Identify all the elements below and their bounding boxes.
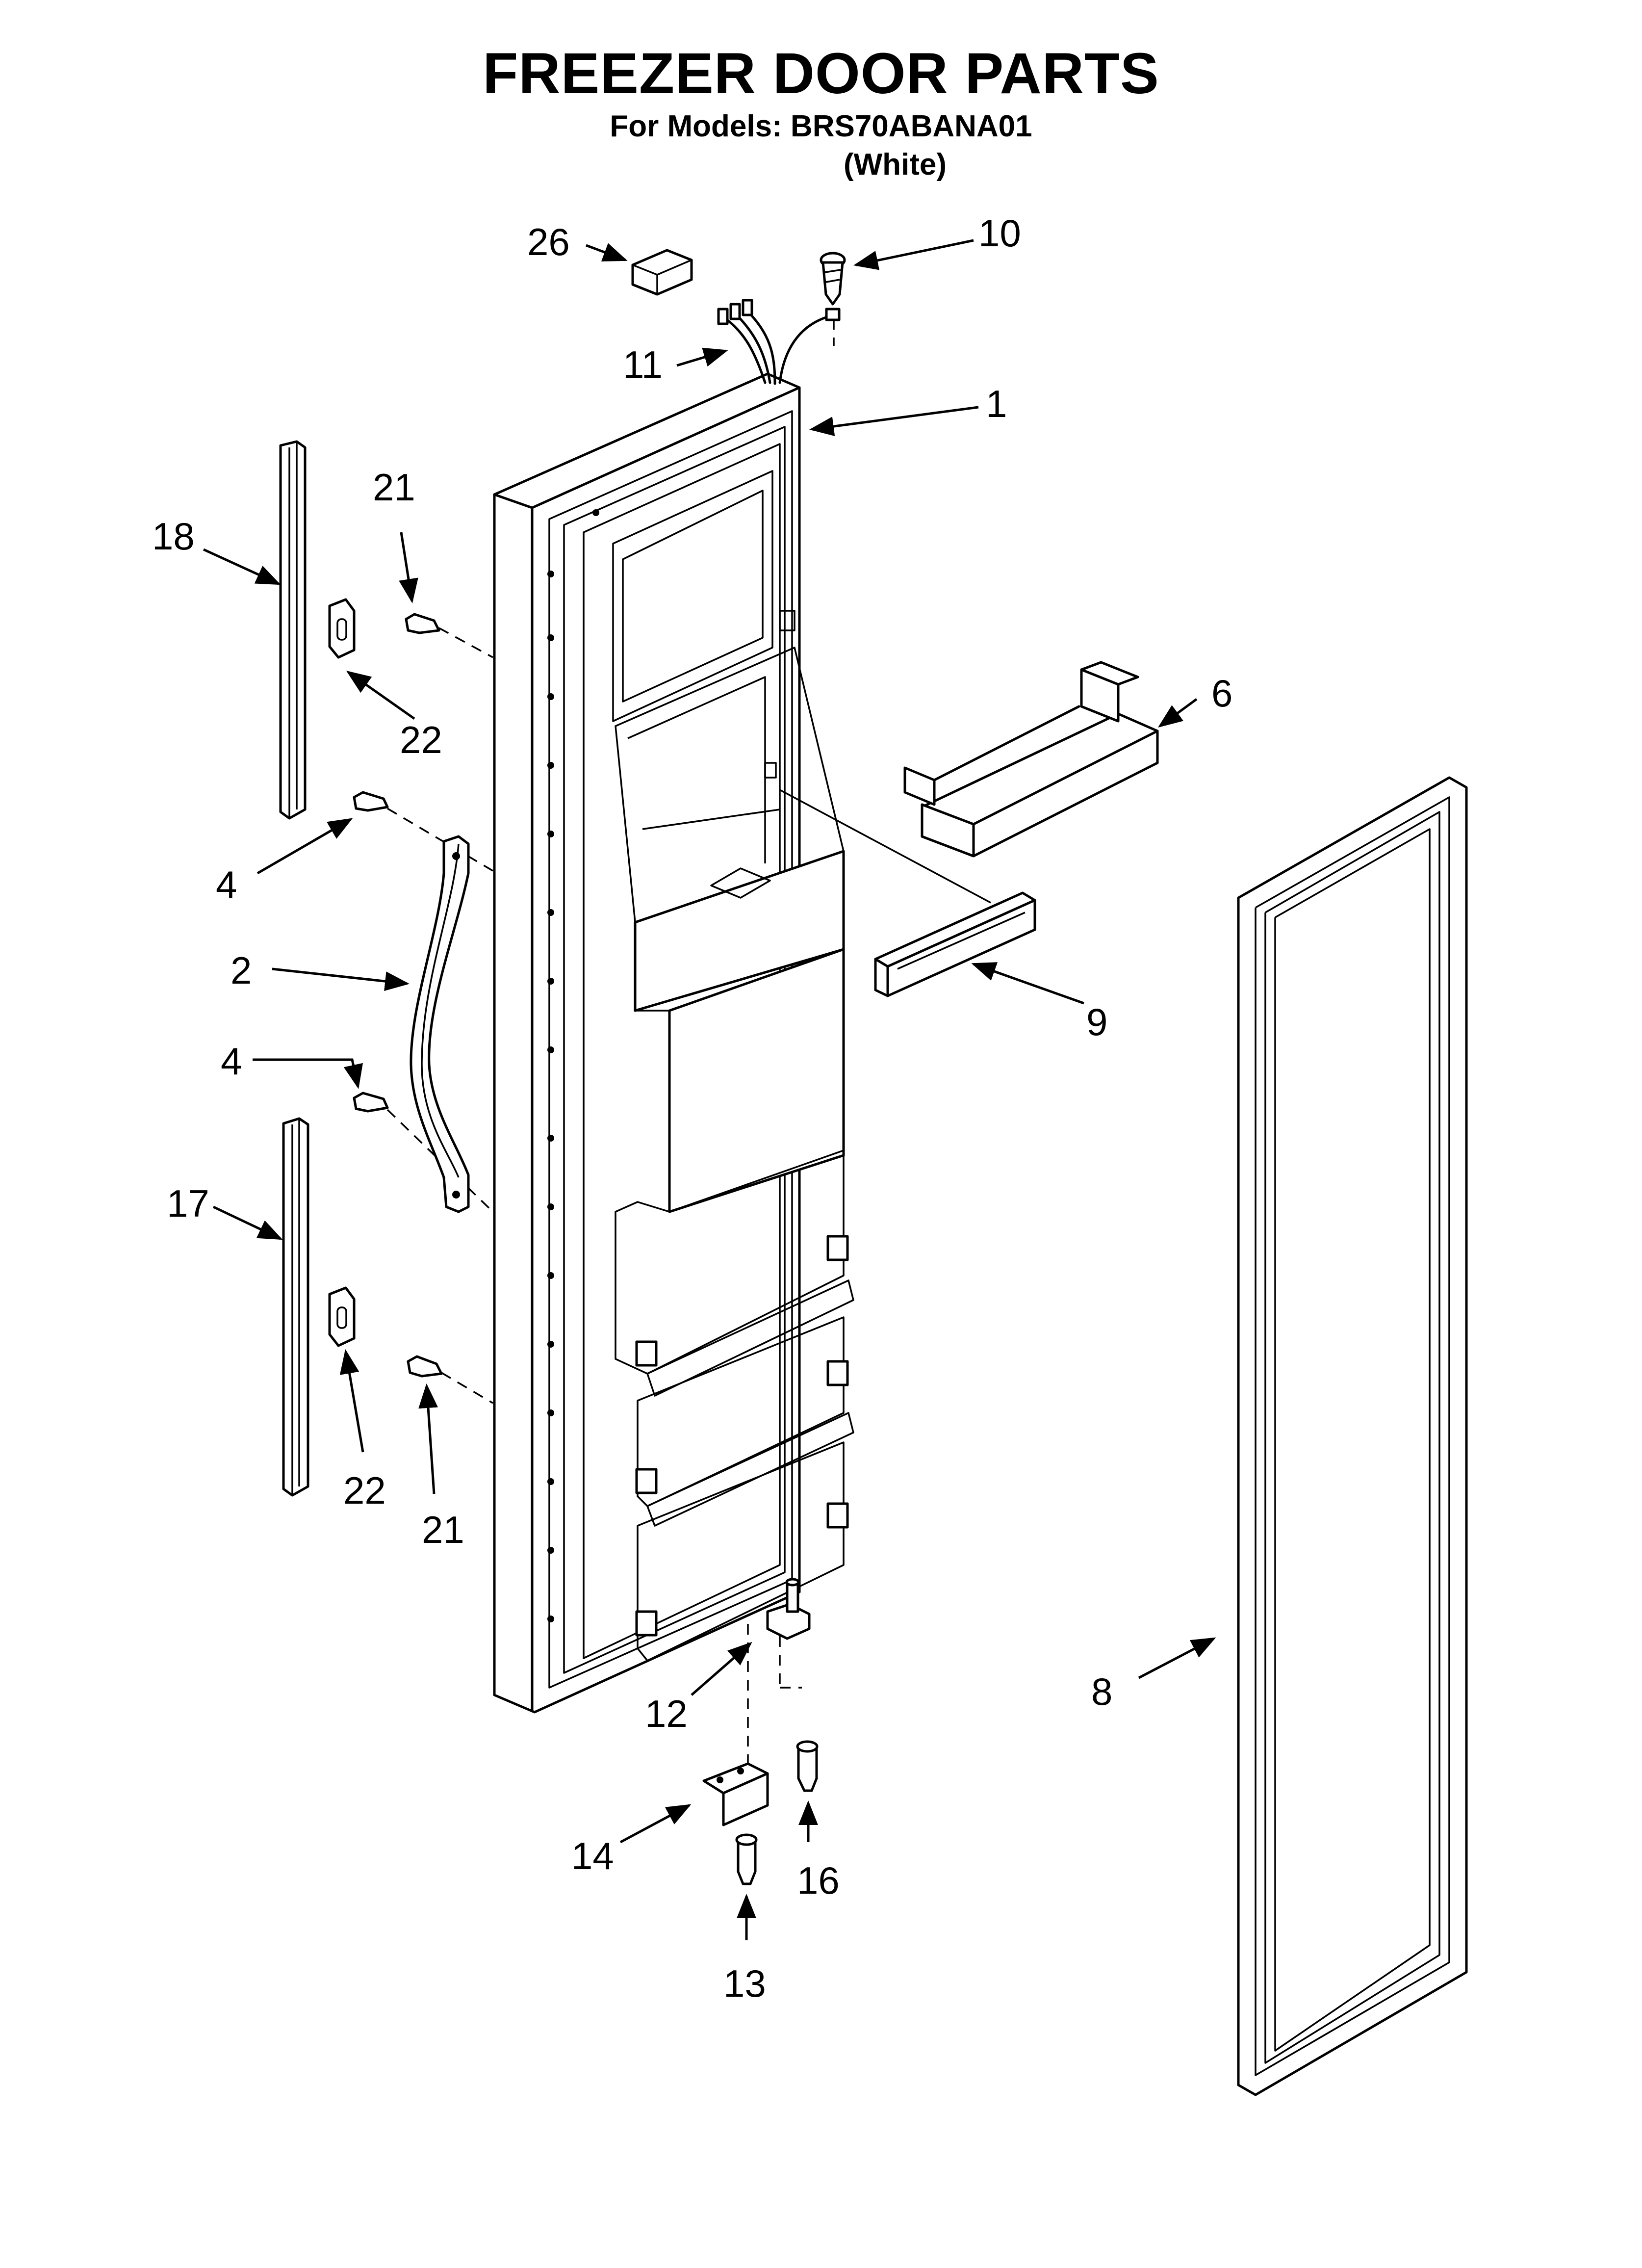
callout-4-bottom: 4 [221, 1040, 242, 1083]
callout-14: 14 [571, 1834, 614, 1877]
callout-22-top: 22 [400, 718, 442, 761]
callout-16: 16 [797, 1859, 840, 1902]
gasket-part [1237, 776, 1468, 2096]
callout-22-bottom: 22 [343, 1469, 386, 1512]
callout-labels: 26 10 11 1 21 18 22 6 4 2 9 4 17 22 21 8… [152, 211, 1232, 2005]
callout-8: 8 [1091, 1670, 1112, 1713]
trim-part-9 [779, 789, 1036, 997]
callout-1: 1 [986, 382, 1007, 425]
callout-6: 6 [1211, 672, 1232, 715]
callout-26: 26 [527, 220, 570, 263]
models-subtitle: For Models: BRS70ABANA01 [610, 109, 1032, 143]
screw-part-4-top [353, 791, 493, 872]
callout-17: 17 [167, 1182, 209, 1225]
trim-part-17 [282, 1117, 309, 1497]
clip-part-22-bottom [328, 1286, 356, 1347]
callout-18: 18 [152, 515, 195, 558]
hinge-part [702, 1762, 769, 1826]
diagram-title: FREEZER DOOR PARTS [483, 41, 1159, 106]
hinge-pin-part [747, 1578, 811, 1776]
callout-21-top: 21 [373, 466, 415, 509]
screw-part-10 [820, 252, 846, 306]
callout-12: 12 [645, 1692, 688, 1735]
lower-bins [615, 1149, 854, 1662]
door-edge-holes [547, 509, 599, 1622]
callout-4-top: 4 [216, 863, 237, 906]
callout-10: 10 [978, 211, 1021, 255]
callout-21-bottom: 21 [422, 1508, 464, 1551]
screw-part-16 [796, 1740, 819, 1792]
screw-part-13 [735, 1833, 758, 1885]
screw-part-21-top [405, 613, 493, 658]
shelf-part [903, 661, 1159, 858]
clip-part-22-top [328, 598, 356, 659]
handle-part [410, 835, 470, 1213]
callout-leaders [203, 239, 1216, 1940]
color-variant-label: (White) [844, 148, 947, 182]
screw-part-21-bottom [407, 1355, 493, 1404]
screw-part-4-bottom [353, 1092, 494, 1213]
callout-13: 13 [723, 1962, 766, 2005]
door-assembly [493, 372, 854, 1714]
callout-11: 11 [623, 343, 663, 386]
wire-harness-part [717, 299, 841, 385]
callout-2: 2 [231, 949, 252, 992]
trim-part-18 [279, 440, 307, 820]
connector-part [631, 249, 693, 296]
callout-9: 9 [1086, 1000, 1107, 1043]
